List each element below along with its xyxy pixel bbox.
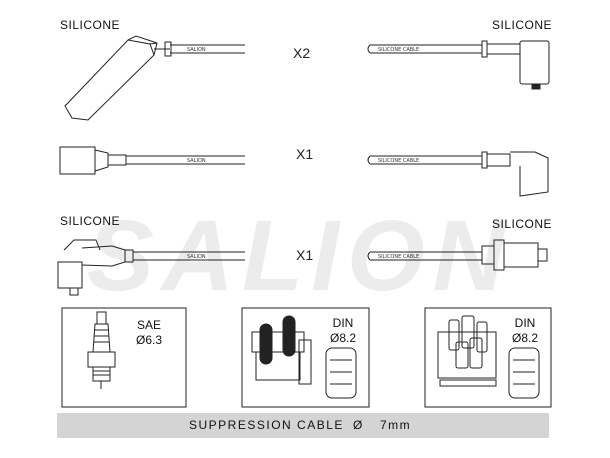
cable-row1-right xyxy=(367,44,482,54)
multiplier-row-2: X1 xyxy=(296,146,314,162)
spec-din-1-size: 8.2 xyxy=(339,331,357,345)
cable-print-left-1: SALION xyxy=(187,47,206,53)
spec-din-1-name: DIN xyxy=(332,316,354,330)
spec-din-2: DIN Ø8.2 xyxy=(512,316,538,346)
terminal-box-sae xyxy=(61,307,187,408)
spec-din-1: DIN Ø8.2 xyxy=(330,316,356,346)
boot-angled-left xyxy=(64,35,170,121)
watermark-text: SALION xyxy=(87,200,513,312)
multiplier-row-1: X2 xyxy=(293,45,311,61)
label-silicone-top-right: SILICONE xyxy=(492,18,553,32)
diameter-icon: Ø xyxy=(512,331,522,345)
boot-straight-right xyxy=(481,239,548,271)
cable-row2-right xyxy=(367,155,482,165)
label-silicone-mid-right: SILICONE xyxy=(492,217,553,231)
cable-print-right-2: SILICONE CABLE xyxy=(378,158,419,164)
spec-din-2-name: DIN xyxy=(514,316,536,330)
footer-bar: SUPPRESSION CABLE Ø 7mm xyxy=(57,413,549,438)
distributor-cap-icon-1 xyxy=(251,315,312,385)
spec-sae-size: 6.3 xyxy=(145,333,163,347)
cable-row1-left xyxy=(164,41,245,57)
spark-plug-icon xyxy=(87,311,116,389)
footer-label: SUPPRESSION CABLE xyxy=(189,418,344,432)
distributor-cap-icon-2 xyxy=(437,315,497,387)
diameter-icon: Ø xyxy=(136,333,146,347)
boot-right-angle-1 xyxy=(481,40,550,90)
terminal-spring-icon-1 xyxy=(325,347,357,399)
footer-value: 7mm xyxy=(380,418,412,432)
cable-row3-left xyxy=(133,251,245,261)
spec-din-2-size: 8.2 xyxy=(521,331,539,345)
diameter-icon: Ø xyxy=(330,331,340,345)
boot-right-angle-2 xyxy=(481,151,549,197)
cable-row3-right xyxy=(367,251,482,261)
label-silicone-top-left: SILICONE xyxy=(60,18,121,32)
spec-sae-name: SAE xyxy=(137,318,162,332)
cable-print-right-3: SILICONE CABLE xyxy=(378,254,419,260)
terminal-box-din-1 xyxy=(241,307,370,408)
terminal-spring-icon-2 xyxy=(508,347,540,399)
boot-straight-left xyxy=(59,146,127,175)
terminal-box-din-2 xyxy=(424,307,552,408)
label-silicone-mid-left: SILICONE xyxy=(60,214,121,228)
multiplier-row-3: X1 xyxy=(296,247,314,263)
cable-print-left-2: SALION xyxy=(187,158,206,164)
footer-diameter-icon: Ø xyxy=(353,418,364,432)
boot-cap-left xyxy=(57,239,134,296)
cable-row2-left xyxy=(126,155,245,165)
cable-print-right-1: SILICONE CABLE xyxy=(378,47,419,53)
cable-print-left-3: SALION xyxy=(187,254,206,260)
spec-sae: SAE Ø6.3 xyxy=(136,318,162,348)
